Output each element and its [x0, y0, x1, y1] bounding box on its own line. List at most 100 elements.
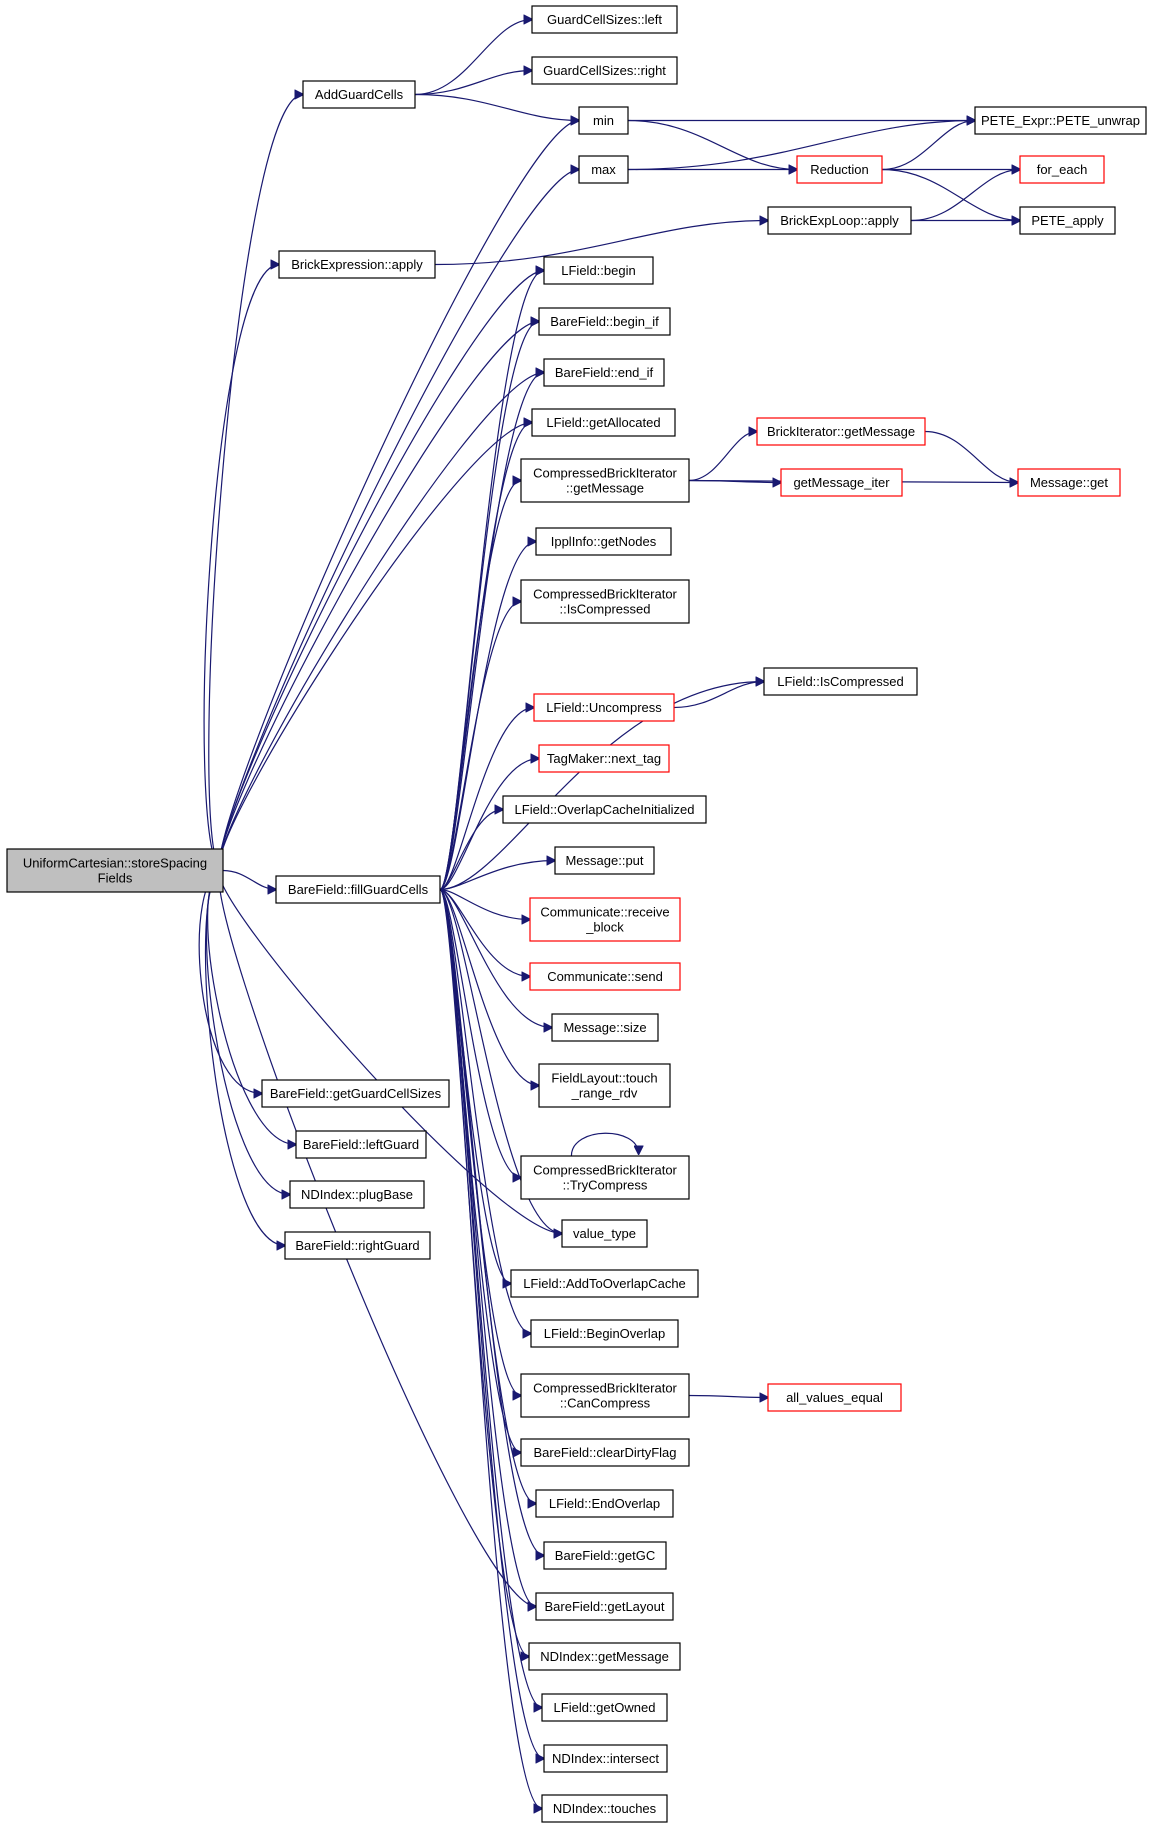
node-box — [1017, 468, 1121, 497]
node-box — [275, 875, 441, 904]
node-lfield-iscompressed[interactable]: LField::IsCompressed — [763, 667, 918, 696]
node-message-get[interactable]: Message::get — [1017, 468, 1121, 497]
node-barefield-getguardcellsizes[interactable]: BareField::getGuardCellSizes — [261, 1079, 450, 1108]
node-barefield-leftguard[interactable]: BareField::leftGuard — [295, 1130, 427, 1159]
node-pete-expr-pete-unwrap[interactable]: PETE_Expr::PETE_unwrap — [974, 106, 1147, 135]
edge-n40-to-n41 — [688, 1396, 768, 1398]
node-all-values-equal[interactable]: all_values_equal — [767, 1383, 902, 1412]
edge-n27-to-n39 — [439, 888, 531, 1334]
node-compressedbrickiterator-iscompressed[interactable]: CompressedBrickIterator::IsCompressed — [520, 579, 690, 624]
node-label: getMessage_iter — [793, 475, 890, 490]
node-label: LField::EndOverlap — [549, 1496, 660, 1511]
node-compressedbrickiterator-trycompress[interactable]: CompressedBrickIterator::TryCompress — [520, 1155, 690, 1200]
node-label: IpplInfo::getNodes — [551, 534, 657, 549]
node-box — [529, 897, 681, 942]
node-lfield-begin[interactable]: LField::begin — [543, 256, 654, 285]
node-brickexpression-apply[interactable]: BrickExpression::apply — [278, 250, 436, 279]
node-message-put[interactable]: Message::put — [554, 846, 655, 875]
node-tagmaker-next-tag[interactable]: TagMaker::next_tag — [538, 744, 670, 773]
node-label: Communicate::send — [547, 969, 663, 984]
edge-n0-to-n35 — [205, 869, 290, 1195]
edge-n27-to-n49 — [439, 888, 542, 1809]
node-brickexploop-apply[interactable]: BrickExpLoop::apply — [767, 206, 912, 235]
edge-n17-to-n16 — [688, 432, 757, 482]
node-ndindex-touches[interactable]: NDIndex::touches — [541, 1794, 668, 1823]
node-guardcellsizes-right[interactable]: GuardCellSizes::right — [531, 56, 678, 85]
node-for-each[interactable]: for_each — [1019, 155, 1105, 184]
node-lfield-beginoverlap[interactable]: LField::BeginOverlap — [530, 1319, 679, 1348]
node-label: all_values_equal — [786, 1390, 883, 1405]
node-lfield-getowned[interactable]: LField::getOwned — [541, 1693, 668, 1722]
node-compressedbrickiterator-cancompress[interactable]: CompressedBrickIterator::CanCompress — [520, 1373, 690, 1418]
node-pete-apply[interactable]: PETE_apply — [1019, 206, 1116, 235]
node-label: BareField::end_if — [555, 365, 654, 380]
node-box — [278, 250, 436, 279]
node-communicate-receive-block[interactable]: Communicate::receive_block — [529, 897, 681, 942]
node-ndindex-getmessage[interactable]: NDIndex::getMessage — [528, 1642, 681, 1671]
node-box — [541, 1794, 668, 1823]
node-lfield-getallocated[interactable]: LField::getAllocated — [531, 408, 676, 437]
node-barefield-rightguard[interactable]: BareField::rightGuard — [284, 1231, 431, 1260]
node-label: NDIndex::intersect — [552, 1751, 659, 1766]
node-box — [520, 1373, 690, 1418]
node-ndindex-plugbase[interactable]: NDIndex::plugBase — [289, 1180, 425, 1209]
node-brickiterator-getmessage[interactable]: BrickIterator::getMessage — [756, 417, 926, 446]
edge-n1-to-n4 — [414, 93, 579, 121]
node-barefield-cleardirtyflag[interactable]: BareField::clearDirtyFlag — [520, 1438, 690, 1467]
node-max[interactable]: max — [578, 155, 629, 184]
node-communicate-send[interactable]: Communicate::send — [529, 962, 681, 991]
node-box — [535, 1489, 674, 1518]
node-lfield-overlapcacheinitialized[interactable]: LField::OverlapCacheInitialized — [502, 795, 707, 824]
node-label: BareField::getGC — [555, 1548, 655, 1563]
node-value-type[interactable]: value_type — [561, 1219, 648, 1248]
node-barefield-getlayout[interactable]: BareField::getLayout — [535, 1592, 674, 1621]
node-box — [780, 468, 903, 497]
node-label: LField::IsCompressed — [777, 674, 903, 689]
node-addguardcells[interactable]: AddGuardCells — [302, 80, 416, 109]
node-lfield-endoverlap[interactable]: LField::EndOverlap — [535, 1489, 674, 1518]
edge-n0-to-n15 — [218, 423, 532, 872]
edge-n16-to-n19 — [924, 430, 1018, 483]
node-ipplinfo-getnodes[interactable]: IpplInfo::getNodes — [535, 527, 672, 556]
node-label: PETE_apply — [1031, 213, 1104, 228]
node-label: BareField::leftGuard — [303, 1137, 419, 1152]
node-barefield-end-if[interactable]: BareField::end_if — [543, 358, 665, 387]
node-box — [538, 307, 671, 336]
node-label: min — [593, 113, 614, 128]
node-fieldlayout-touch-range-rdv[interactable]: FieldLayout::touch_range_rdv — [538, 1063, 671, 1108]
node-getmessage-iter[interactable]: getMessage_iter — [780, 468, 903, 497]
edge-n27-to-n17 — [439, 481, 521, 891]
node-box — [530, 1319, 679, 1348]
node-label: Message::put — [565, 853, 643, 868]
node-box — [538, 1063, 671, 1108]
node-label: max — [591, 162, 616, 177]
edge-n1-to-n2 — [414, 20, 532, 96]
node-label: BrickIterator::getMessage — [767, 424, 915, 439]
node-barefield-fillguardcells[interactable]: BareField::fillGuardCells — [275, 875, 441, 904]
node-compressedbrickiterator-getmessage[interactable]: CompressedBrickIterator::getMessage — [520, 458, 690, 503]
node-label: ::TryCompress — [563, 1178, 648, 1193]
node-ndindex-intersect[interactable]: NDIndex::intersect — [543, 1744, 668, 1773]
node-box — [502, 795, 707, 824]
node-guardcellsizes-left[interactable]: GuardCellSizes::left — [531, 5, 678, 34]
node-box — [261, 1079, 450, 1108]
node-box — [543, 358, 665, 387]
node-barefield-begin-if[interactable]: BareField::begin_if — [538, 307, 671, 336]
node-box — [543, 1541, 667, 1570]
node-lfield-uncompress[interactable]: LField::Uncompress — [533, 693, 675, 722]
node-label: _range_rdv — [571, 1086, 638, 1101]
node-lfield-addtooverlapcache[interactable]: LField::AddToOverlapCache — [510, 1269, 699, 1298]
edge-n27-to-n34 — [439, 888, 521, 1178]
node-box — [796, 155, 883, 184]
node-min[interactable]: min — [578, 106, 629, 135]
node-message-size[interactable]: Message::size — [551, 1013, 659, 1042]
node-box — [543, 1744, 668, 1773]
node-box — [1019, 155, 1105, 184]
node-reduction[interactable]: Reduction — [796, 155, 883, 184]
node-label: LField::OverlapCacheInitialized — [515, 802, 695, 817]
edge-n7-to-n5 — [881, 121, 975, 171]
node-label: CompressedBrickIterator — [533, 1381, 677, 1396]
node-barefield-getgc[interactable]: BareField::getGC — [543, 1541, 667, 1570]
node-label: BareField::getLayout — [545, 1599, 665, 1614]
